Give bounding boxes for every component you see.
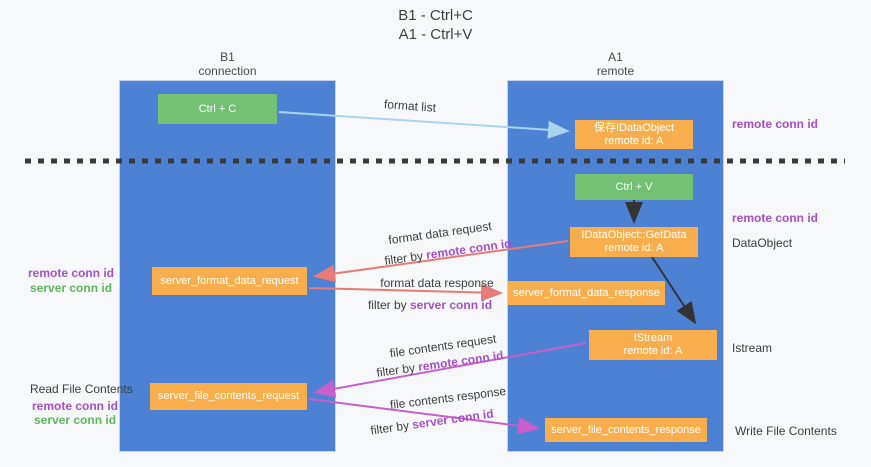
ctrl-v-label: Ctrl + V [615, 180, 653, 193]
server-format-data-request-node: server_format_data_request [152, 267, 307, 295]
save-dataobject-line2: remote id: A [604, 134, 664, 147]
server-file-contents-request-node: server_file_contents_request [150, 383, 307, 410]
istream-line2: remote id: A [623, 345, 683, 357]
lane-a1-name: A1 [608, 50, 623, 64]
ctrl-c-label: Ctrl + C [198, 102, 237, 115]
format-data-response-label: format data response [380, 276, 494, 290]
title-line-1: B1 - Ctrl+C [398, 7, 473, 24]
lane-b1-sub: connection [198, 64, 257, 78]
remote-conn-id-annotation-left-1: remote conn id [28, 266, 115, 280]
save-dataobject-node: 保存IDataObject remote id: A [575, 120, 693, 149]
server-file-contents-response-label: server_file_contents_response [551, 423, 701, 436]
lane-header-a1: A1 remote [507, 50, 724, 78]
server-format-data-response-node: server_format_data_response [508, 281, 665, 305]
remote-conn-id-annotation-mid: remote conn id [732, 211, 819, 225]
server-format-data-request-label: server_format_data_request [160, 274, 299, 287]
dataobject-annotation: DataObject [732, 236, 793, 250]
server-conn-id-annotation-left-2: server conn id [34, 413, 117, 427]
save-dataobject-line1: 保存IDataObject [593, 121, 675, 134]
lane-a1-sub: remote [596, 64, 635, 78]
filter-by-server-1: filter by server conn id [368, 298, 492, 312]
page-title: B1 - Ctrl+C A1 - Ctrl+V [0, 6, 871, 44]
ctrl-c-node: Ctrl + C [158, 94, 277, 124]
lane-b1-name: B1 [220, 50, 235, 64]
server-format-data-response-label: server_format_data_response [513, 286, 660, 299]
file-contents-response-arrow [308, 398, 540, 435]
server-file-contents-request-label: server_file_contents_request [157, 390, 300, 402]
filter-by-text: filter by [367, 298, 410, 312]
server-file-contents-response-node: server_file_contents_response [545, 418, 707, 442]
title-line-2: A1 - Ctrl+V [398, 26, 473, 43]
file-contents-request-arrow [313, 342, 587, 398]
server-conn-id-text: server conn id [409, 298, 493, 312]
ctrl-v-node: Ctrl + V [575, 174, 693, 200]
read-file-contents-annotation: Read File Contents [30, 382, 133, 396]
remote-conn-id-annotation-left-2: remote conn id [32, 399, 119, 413]
format-list-arrow [278, 111, 570, 139]
write-file-contents-annotation: Write File Contents [735, 424, 837, 438]
getdata-to-istream-arrow [651, 256, 697, 325]
getdata-line1: IDataObject::GetData [581, 229, 687, 241]
format-data-response-arrow [308, 283, 503, 302]
server-conn-id-annotation-left-1: server conn id [30, 281, 113, 295]
remote-conn-id-annotation-top: remote conn id [732, 117, 819, 131]
getdata-line2: remote id: A [604, 242, 664, 254]
istream-annotation: Istream [732, 341, 773, 355]
lane-header-b1: B1 connection [119, 50, 336, 78]
format-data-request-arrow [313, 240, 569, 283]
istream-line1: IStream [633, 332, 673, 344]
idataobject-getdata-node: IDataObject::GetData remote id: A [570, 227, 698, 257]
istream-node: IStream remote id: A [589, 330, 717, 360]
